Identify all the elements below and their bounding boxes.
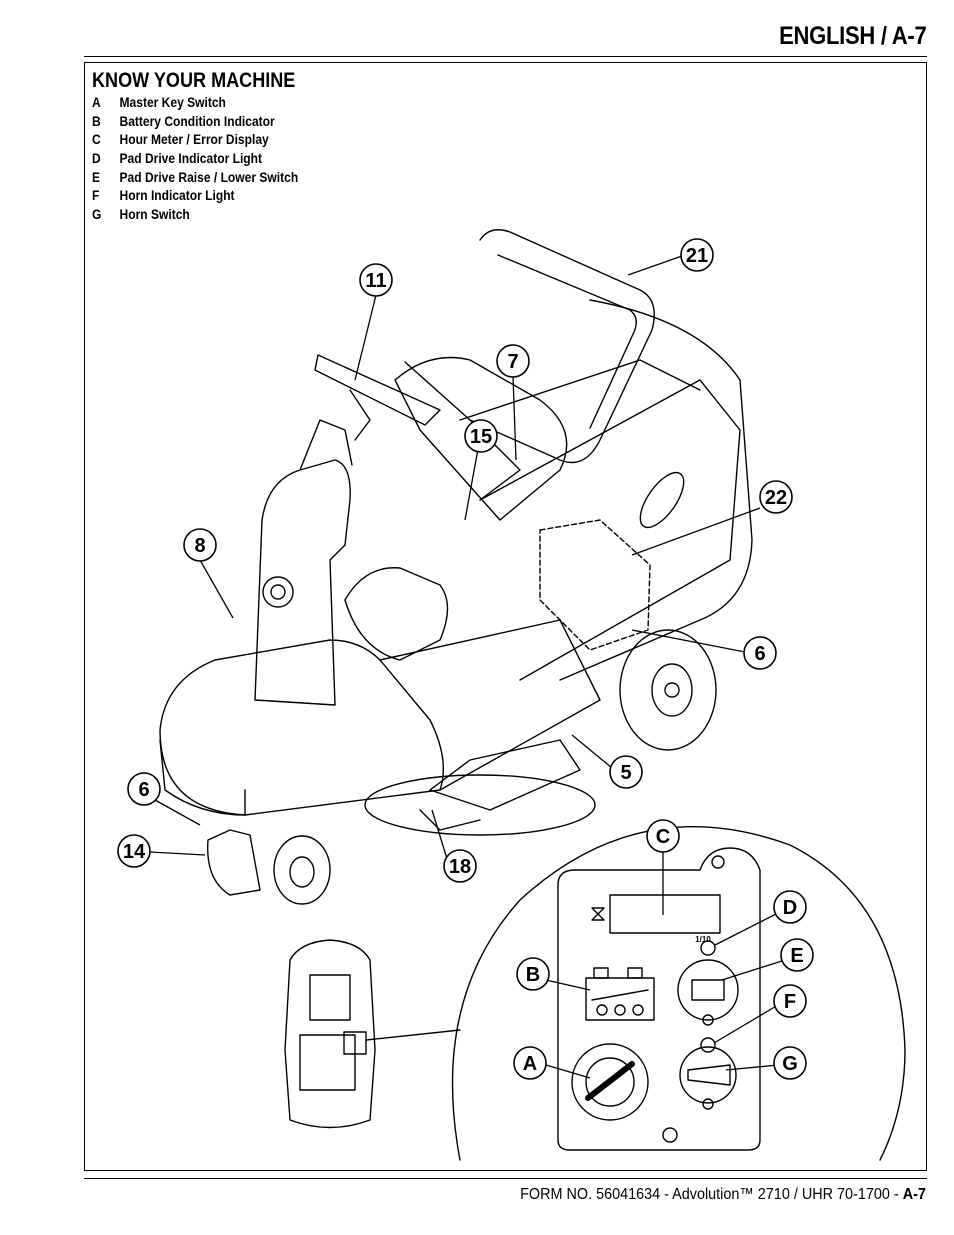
callout-bubble <box>680 238 714 272</box>
callout-bubble <box>780 938 814 972</box>
legend-key: E <box>92 168 101 185</box>
panel-scale-label: 1/10 <box>695 935 711 944</box>
callout-bubble <box>609 755 643 789</box>
callout-bubble <box>743 636 777 670</box>
callout-label: 7 <box>507 351 518 373</box>
callout-label: B <box>526 964 540 986</box>
callout-label: 6 <box>138 779 149 801</box>
legend-label: Horn Switch <box>119 206 190 223</box>
callout-label: F <box>784 991 796 1013</box>
callout-label: 6 <box>754 643 765 665</box>
callout-label: G <box>782 1053 798 1075</box>
callout-bubble <box>773 890 807 924</box>
callout-label: 11 <box>365 270 386 292</box>
legend-item: G Horn Switch <box>92 206 298 225</box>
callout-label: A <box>523 1053 537 1075</box>
callout-label: 14 <box>123 841 146 863</box>
callout-label: E <box>790 945 803 967</box>
callout-bubble <box>117 834 151 868</box>
legend-label: Master Key Switch <box>119 94 226 110</box>
header-rule <box>84 56 927 57</box>
callout-label: 5 <box>620 762 631 784</box>
legend-item: D Pad Drive Indicator Light <box>92 150 298 169</box>
callout-bubble <box>773 1046 807 1080</box>
footer-form: FORM NO. 56041634 - Advolution™ 2710 / U… <box>520 1186 903 1203</box>
legend-label: Pad Drive Raise / Lower Switch <box>119 168 299 185</box>
legend-key: D <box>92 150 101 167</box>
callout-bubble <box>646 819 680 853</box>
callout-bubble <box>359 263 393 297</box>
callout-label: 21 <box>686 245 708 267</box>
callout-bubble <box>773 984 807 1018</box>
legend-label: Horn Indicator Light <box>119 187 235 204</box>
callout-bubble <box>513 1046 547 1080</box>
legend-item: E Pad Drive Raise / Lower Switch <box>92 169 298 188</box>
callout-bubble <box>496 344 530 378</box>
callout-label: 18 <box>449 856 471 878</box>
legend-item: C Hour Meter / Error Display <box>92 131 298 150</box>
figure-frame <box>84 62 927 1171</box>
callout-label: 15 <box>470 426 492 448</box>
footer-rule <box>84 1178 927 1179</box>
callout-bubble <box>127 772 161 806</box>
callout-label: D <box>783 897 797 919</box>
legend-label: Battery Condition Indicator <box>119 112 275 129</box>
legend-item: B Battery Condition Indicator <box>92 113 298 132</box>
legend-list: A Master Key Switch B Battery Condition In… <box>92 94 332 225</box>
callout-bubble <box>443 849 477 883</box>
legend-label: Pad Drive Indicator Light <box>119 150 263 167</box>
callout-bubble <box>183 528 217 562</box>
footer-page-number: A-7 <box>902 1186 926 1203</box>
section-title: KNOW YOUR MACHINE <box>92 69 296 92</box>
legend-key: F <box>92 187 100 204</box>
callout-bubble <box>759 480 793 514</box>
callout-bubble <box>516 957 550 991</box>
legend-key: G <box>92 206 102 223</box>
legend-item: F Horn Indicator Light <box>92 187 298 206</box>
legend-item: A Master Key Switch <box>92 94 298 113</box>
legend-label: Hour Meter / Error Display <box>119 131 269 148</box>
legend-key: C <box>92 131 101 148</box>
page-header-title: ENGLISH / A-7 <box>778 22 927 50</box>
callout-label: 22 <box>765 487 787 509</box>
legend-key: B <box>92 112 101 129</box>
callout-bubble <box>464 419 498 453</box>
page-footer: FORM NO. 56041634 - Advolution™ 2710 / U… <box>520 1186 926 1204</box>
legend-key: A <box>92 94 101 110</box>
callout-label: C <box>656 826 670 848</box>
callout-label: 8 <box>194 535 205 557</box>
